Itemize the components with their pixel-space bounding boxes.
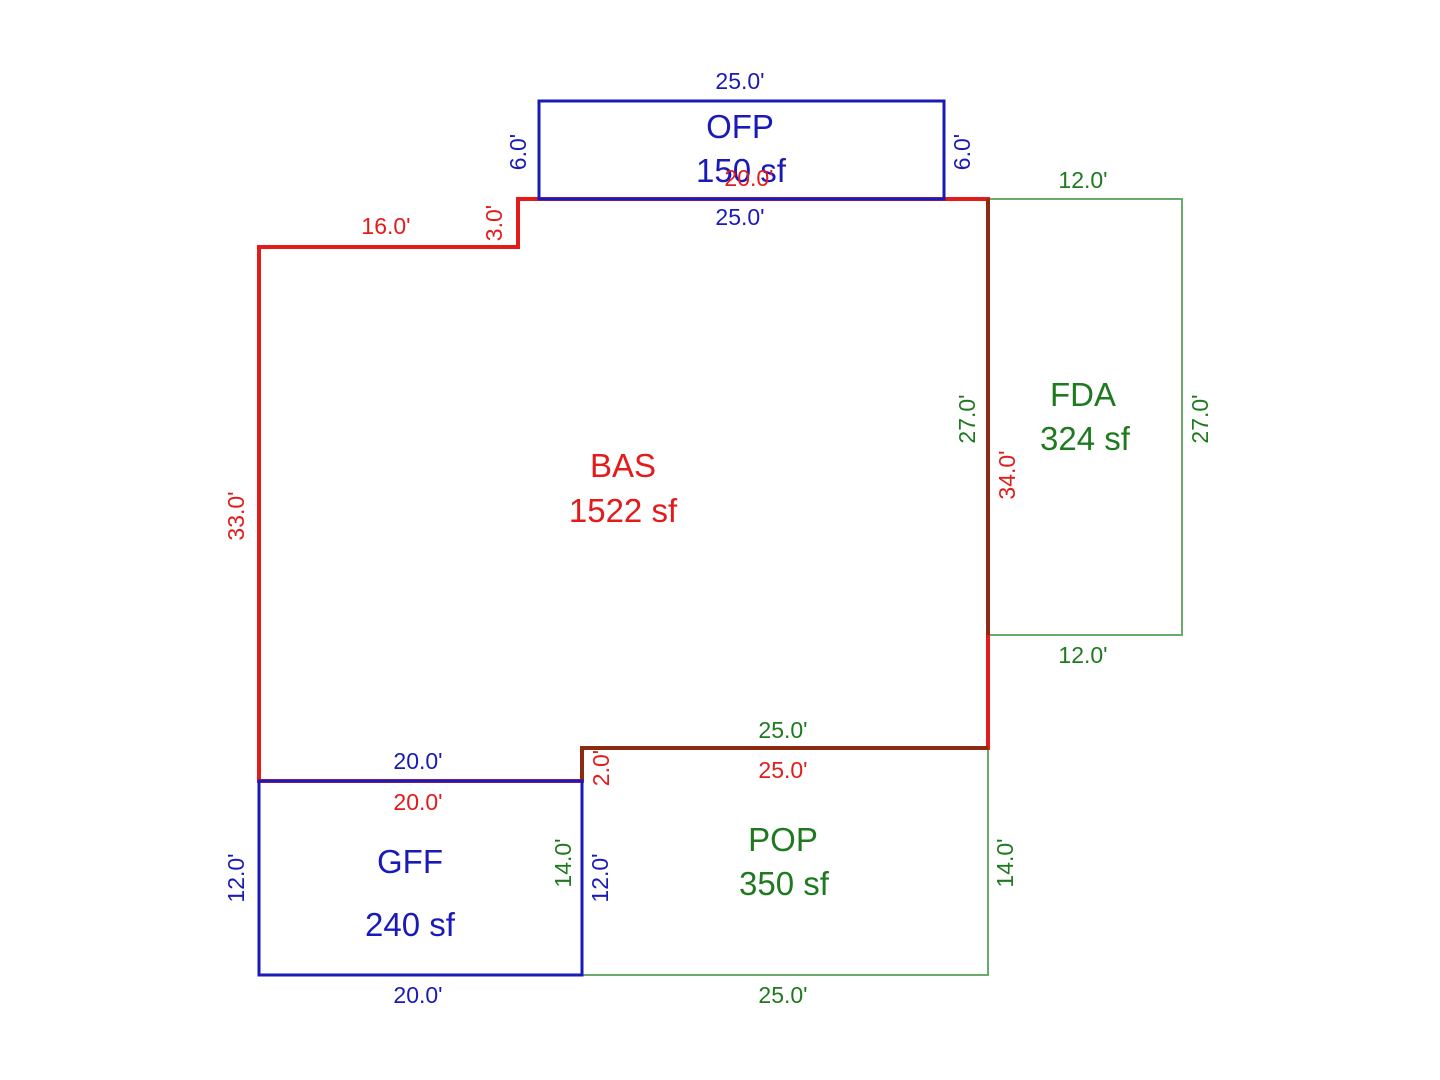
ofp-right-dimension: 6.0' — [949, 134, 975, 170]
bas-code-label: BAS — [590, 447, 656, 484]
fda-code-label: FDA — [1050, 376, 1116, 413]
pop-code-label: POP — [748, 821, 818, 858]
bas-notch-dimension: 2.0' — [588, 750, 614, 786]
pop-area-label: 350 sf — [739, 865, 830, 902]
ofp-code-label: OFP — [706, 108, 774, 145]
gff-area-label: 240 sf — [365, 906, 456, 943]
gff-outline — [257, 779, 584, 977]
bas-pop-shared-wall — [580, 746, 988, 781]
pop-left-dimension: 12.0' — [587, 853, 613, 902]
gff-top-dimension: 20.0' — [393, 748, 442, 774]
bas-step-dimension: 3.0' — [481, 205, 507, 241]
bas-area-label: 1522 sf — [569, 492, 678, 529]
fda-bottom-dimension: 12.0' — [1058, 642, 1107, 668]
bas-top-left-dimension: 16.0' — [361, 213, 410, 239]
ofp-area-label: 150 sf — [696, 152, 787, 189]
gff-left-dimension: 12.0' — [223, 853, 249, 902]
pop-right-dimension: 14.0' — [992, 838, 1018, 887]
fda-outline — [987, 198, 1183, 636]
pop-bottom-dimension: 25.0' — [758, 982, 807, 1008]
ofp-outline — [537, 99, 946, 201]
fda-right-dimension: 27.0' — [1187, 394, 1213, 443]
fda-top-dimension: 12.0' — [1058, 167, 1107, 193]
pop-outline — [582, 748, 989, 976]
bas-gff-top-dimension: 20.0' — [393, 789, 442, 815]
ofp-top-dimension: 25.0' — [715, 68, 764, 94]
pop-top-dimension: 25.0' — [758, 717, 807, 743]
ofp-left-dimension: 6.0' — [505, 134, 531, 170]
bas-outline — [257, 197, 990, 783]
bas-left-dimension: 33.0' — [223, 491, 249, 540]
gff-bottom-dimension: 20.0' — [393, 982, 442, 1008]
bas-top-mid-dimension: 20.0' — [724, 165, 773, 191]
gff-code-label: GFF — [377, 843, 443, 880]
ofp-bottom-dimension: 25.0' — [715, 204, 764, 230]
bas-bottom-dimension: 25.0' — [758, 757, 807, 783]
fda-left-dimension: 27.0' — [954, 394, 980, 443]
gff-right-dimension: 14.0' — [550, 838, 576, 887]
fda-area-label: 324 sf — [1040, 420, 1131, 457]
bas-right-dimension: 34.0' — [994, 450, 1020, 499]
